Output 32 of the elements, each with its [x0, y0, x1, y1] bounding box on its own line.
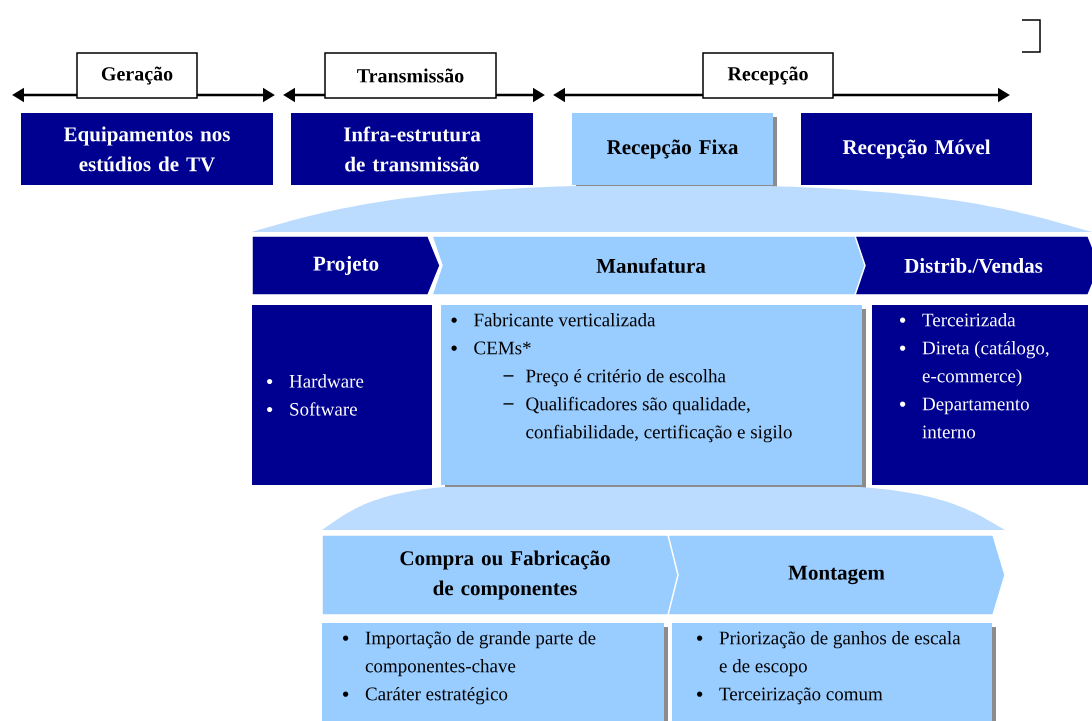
stage-banner: Manufatura [430, 235, 871, 296]
list-item: CEMs* [451, 341, 531, 355]
list-item: Caráter estratégico [343, 687, 508, 705]
expansion-band [322, 487, 1005, 530]
stage-banner: Compra ou Fabricação de componentes [321, 534, 689, 616]
label-box: Transmissão [324, 52, 497, 99]
stage-banner: Distrib./Vendas [853, 235, 1092, 296]
list-item: Preço é critério de escolha [503, 369, 726, 387]
list-item: Terceirização comum [697, 687, 883, 705]
list-item: Departamento interno [900, 397, 1029, 439]
list-item: Terceirizada [900, 313, 1016, 327]
list-item: Priorização de ganhos de escala e de escopo [697, 631, 961, 677]
bullet-list-box [252, 305, 432, 485]
list-item: Importação de grande parte de componentes-chave [343, 631, 596, 677]
label-box: Recepção [702, 52, 834, 99]
bullet-list-box [672, 623, 996, 721]
stage-box: Recepção Móvel [801, 113, 1032, 185]
label-box: Geração [76, 52, 198, 99]
stage-banner: Montagem [667, 534, 1006, 616]
stage-box: Infra-estrutura de transmissão [291, 113, 533, 185]
expansion-band [252, 186, 1092, 232]
bullet-list-box [322, 623, 668, 721]
list-item: Fabricante verticalizada [451, 313, 656, 327]
stage-box: Equipamentos nos estúdios de TV [21, 113, 273, 185]
list-item: Qualificadores são qualidade, confiabilidade, certificação e sigilo [503, 396, 792, 443]
stage-banner: Projeto [251, 235, 441, 296]
bullet-list-box [872, 305, 1088, 485]
list-item: Software [267, 402, 357, 416]
list-item: Hardware [267, 374, 364, 388]
list-item: Direta (catálogo, e-commerce) [900, 341, 1049, 387]
stage-box: Recepção Fixa [572, 113, 777, 189]
bullet-list-box [441, 305, 866, 489]
